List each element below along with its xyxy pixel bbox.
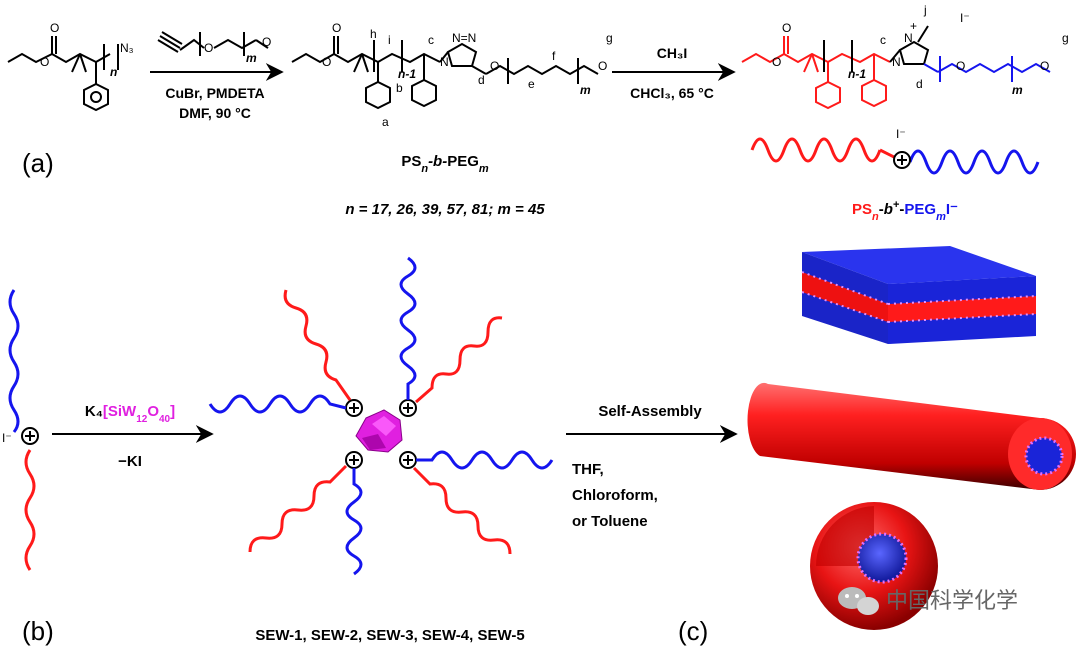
peg-block-cartoon xyxy=(908,149,1040,175)
panel-label-a: (a) xyxy=(22,148,54,178)
polyoxometalate-complex xyxy=(208,256,554,576)
panel-a: (a) O O n N₃ O O m CuBr, PMDETA DMF, xyxy=(7,3,1069,223)
solvent-toluene: or Toluene xyxy=(572,513,648,530)
polyoxometalate-icon xyxy=(355,409,403,453)
sew-sample-labels: SEW-1, SEW-2, SEW-3, SEW-4, SEW-5 xyxy=(255,627,524,644)
label-a: a xyxy=(382,115,389,129)
peg-oxygen-label: O xyxy=(204,41,213,55)
repeat-n-label: n xyxy=(110,65,117,79)
cation-repeat-m: m xyxy=(1012,83,1023,97)
arm-peg-bottom xyxy=(345,468,363,576)
ester-oxygen-label: O xyxy=(40,55,49,69)
product-name-cationic: PSn-b+-PEGmI⁻ xyxy=(852,199,958,223)
self-assembly-label: Self-Assembly xyxy=(598,403,702,420)
panel-c: (c) Self-Assembly THF, Chloroform, or To… xyxy=(566,246,1076,646)
watermark: 中国科学化学 xyxy=(838,587,1018,615)
plus-cation-icon xyxy=(399,451,417,469)
repeat-m-label: m xyxy=(246,51,257,65)
arm-peg-top xyxy=(399,256,417,400)
cation-label-c: c xyxy=(880,33,886,47)
repeat-unit-values: n = 17, 26, 39, 57, 81; m = 45 xyxy=(345,201,545,218)
cation-ester-oxygen: O xyxy=(772,55,781,69)
product-name-ps-b-peg: PSn-b-PEGm xyxy=(401,153,489,175)
solvent-thf: THF, xyxy=(572,461,604,478)
single-chain-iodide: I⁻ xyxy=(2,431,12,445)
product-repeat-m: m xyxy=(580,83,591,97)
click-condition-2: DMF, 90 °C xyxy=(179,105,251,121)
cation-triazole-n1: N xyxy=(892,55,901,69)
methylation-condition: CHCl₃, 65 °C xyxy=(630,85,714,101)
label-e: e xyxy=(528,77,535,91)
label-g: g xyxy=(606,31,613,45)
plus-cation-icon xyxy=(345,399,363,417)
cation-iodide: I⁻ xyxy=(960,11,970,25)
lamellar-cube xyxy=(801,246,1037,344)
click-condition-1: CuBr, PMDETA xyxy=(165,85,264,101)
cartoon-iodide: I⁻ xyxy=(896,127,906,141)
alkyne-peg-reagent xyxy=(157,31,269,56)
product-carbonyl-oxygen: O xyxy=(332,21,341,35)
cation-end-oxygen: O xyxy=(1040,59,1049,73)
panel-label-b: (b) xyxy=(22,616,54,646)
cation-triazole-n: N xyxy=(904,31,913,45)
cation-carbonyl-oxygen: O xyxy=(782,21,791,35)
panel-b: (b) I⁻ K₄[SiW12O40] −KI xyxy=(2,256,554,646)
cylinder-micelle xyxy=(747,382,1076,490)
exchange-byproduct: −KI xyxy=(118,453,142,470)
carbonyl-oxygen-label: O xyxy=(50,21,59,35)
product-cationic-structure xyxy=(741,25,1051,110)
panel-label-c: (c) xyxy=(678,616,708,646)
peg-end-oxygen-label: O xyxy=(262,35,271,49)
wechat-icon xyxy=(838,587,879,615)
plus-cation-icon xyxy=(893,151,911,169)
plus-cation-icon xyxy=(345,451,363,469)
label-b: b xyxy=(396,81,403,95)
label-h: h xyxy=(370,27,377,41)
cation-label-n-1: n-1 xyxy=(848,67,866,81)
exchange-reagent: K₄[SiW12O40] xyxy=(85,403,175,425)
arm-peg-left xyxy=(208,394,347,414)
plus-cation-icon: + xyxy=(910,19,917,33)
triazole-n1: N xyxy=(440,55,449,69)
product-end-oxygen: O xyxy=(598,59,607,73)
arm-ps-upper-left xyxy=(283,289,352,401)
plus-cation-icon xyxy=(21,427,39,445)
label-n-1: n-1 xyxy=(398,67,416,81)
arm-peg-right xyxy=(416,450,554,470)
watermark-text: 中国科学化学 xyxy=(886,588,1018,613)
label-f: f xyxy=(552,49,556,63)
cation-label-j: j xyxy=(923,3,927,17)
single-chain-ps xyxy=(24,449,36,571)
cation-label-d: d xyxy=(916,77,923,91)
product-ester-oxygen: O xyxy=(322,55,331,69)
label-d: d xyxy=(478,73,485,87)
cation-peg-oxygen: O xyxy=(956,59,965,73)
product-peg-oxygen: O xyxy=(490,59,499,73)
single-chain-peg xyxy=(8,289,20,433)
product-ps-b-peg-structure xyxy=(291,36,599,110)
reactant-ps-azide xyxy=(7,36,119,112)
plus-cation-icon xyxy=(399,399,417,417)
azide-label: N₃ xyxy=(120,41,134,55)
ps-block-cartoon xyxy=(750,137,882,163)
label-i: i xyxy=(388,33,391,47)
triazole-nitrogens: N=N xyxy=(452,31,476,45)
methylation-reagent: CH₃I xyxy=(657,45,688,61)
label-c: c xyxy=(428,33,434,47)
cation-label-g: g xyxy=(1062,31,1069,45)
solvent-chloroform: Chloroform, xyxy=(572,487,658,504)
arm-ps-upper-right xyxy=(415,316,503,404)
arm-ps-lower-right xyxy=(412,466,512,555)
arm-ps-lower-left xyxy=(248,464,348,553)
